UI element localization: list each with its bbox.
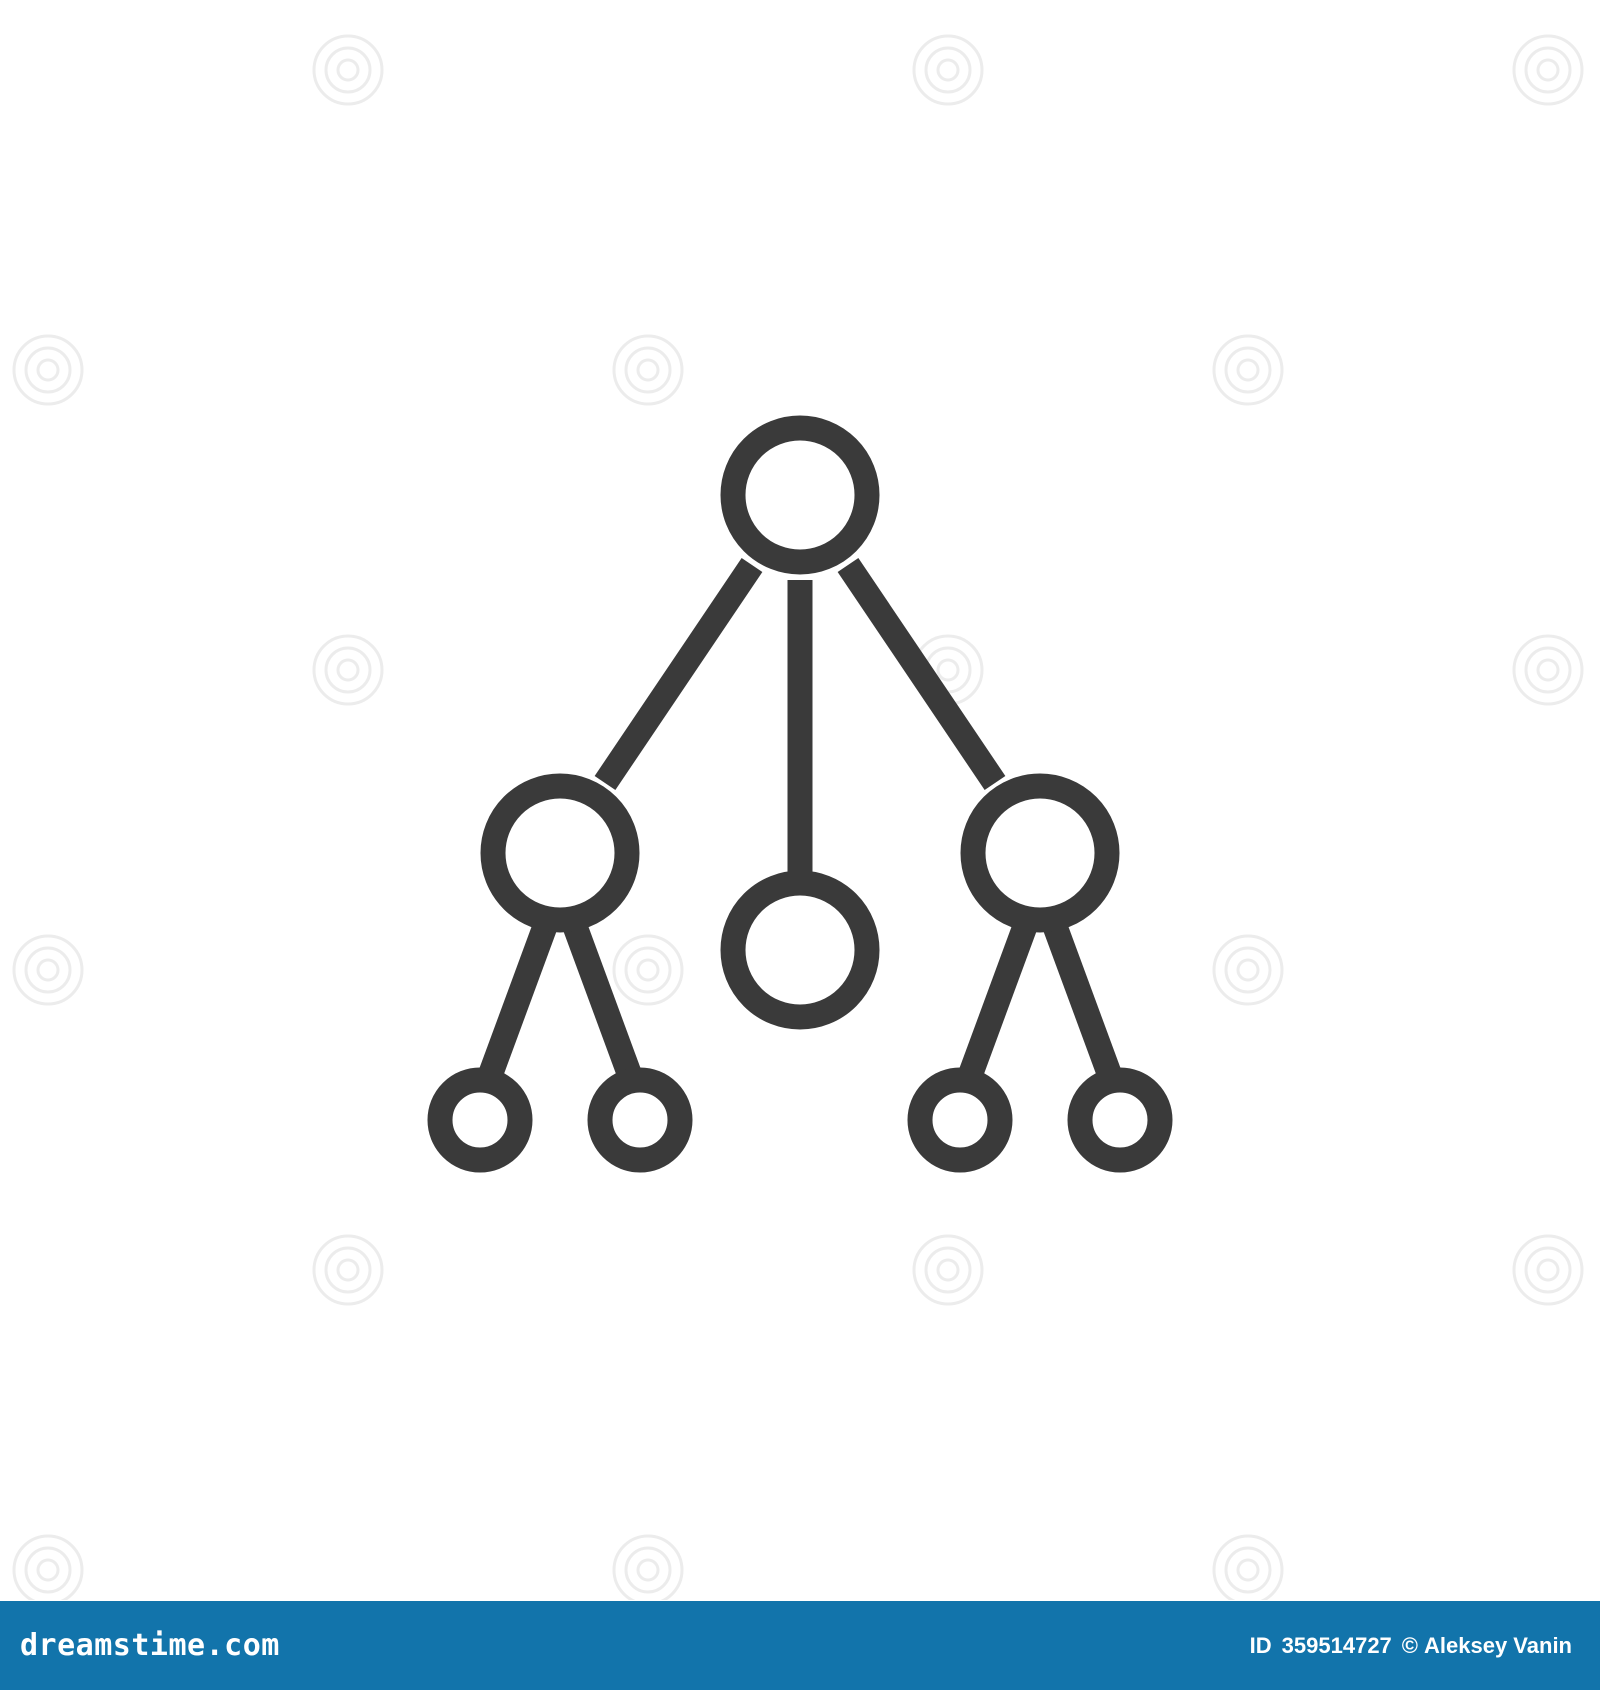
connector-root-left: [594, 558, 763, 790]
hierarchy-tree-icon: [427, 415, 1173, 1173]
connector-root-right: [837, 558, 1006, 790]
connector-left-leaf-2: [561, 916, 641, 1078]
id-value: 359514727: [1281, 1632, 1392, 1658]
connector-right-leaf-2: [1041, 916, 1121, 1078]
connector-left-leaf-1: [479, 916, 559, 1078]
leaf-node: [427, 1067, 533, 1173]
root-node: [720, 415, 880, 575]
leaf-node: [907, 1067, 1013, 1173]
brand-logo: dreamstime.com: [20, 1628, 280, 1663]
copyright-symbol: ©: [1401, 1632, 1419, 1658]
footer-bar: dreamstime.com ID 359514727 © Aleksey Va…: [0, 1601, 1600, 1690]
connector-right-leaf-1: [959, 916, 1039, 1078]
right-node: [960, 773, 1120, 933]
leaf-node: [1067, 1067, 1173, 1173]
image-credit: ID 359514727 © Aleksey Vanin: [1250, 1633, 1572, 1659]
leaf-node: [587, 1067, 693, 1173]
author-name: Aleksey Vanin: [1424, 1632, 1572, 1658]
left-node: [480, 773, 640, 933]
middle-node: [720, 870, 880, 1030]
id-label: ID: [1249, 1632, 1272, 1658]
